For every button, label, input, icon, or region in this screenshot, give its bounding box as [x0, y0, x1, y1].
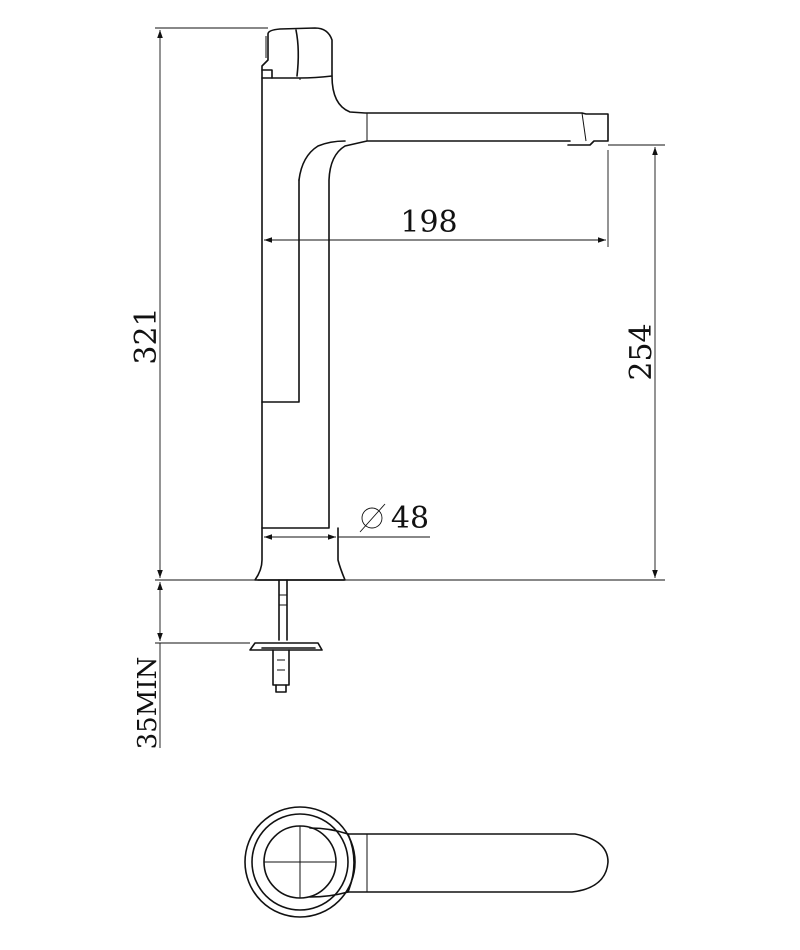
diameter-symbol-icon [359, 503, 386, 533]
dimension-lines [155, 27, 665, 748]
label-48: 48 [391, 501, 429, 536]
faucet-top-view [244, 806, 609, 918]
label-35min: 35MIN [133, 657, 163, 750]
top-view-outer-ring [244, 806, 356, 918]
label-diameter-48: 48 [359, 501, 429, 536]
label-321: 321 [129, 307, 164, 364]
faucet-side-view [249, 27, 609, 693]
top-view-handle [309, 827, 609, 898]
label-198: 198 [400, 205, 457, 240]
label-254: 254 [624, 323, 659, 380]
dimension-labels: 321 254 198 48 35MIN [129, 205, 659, 749]
